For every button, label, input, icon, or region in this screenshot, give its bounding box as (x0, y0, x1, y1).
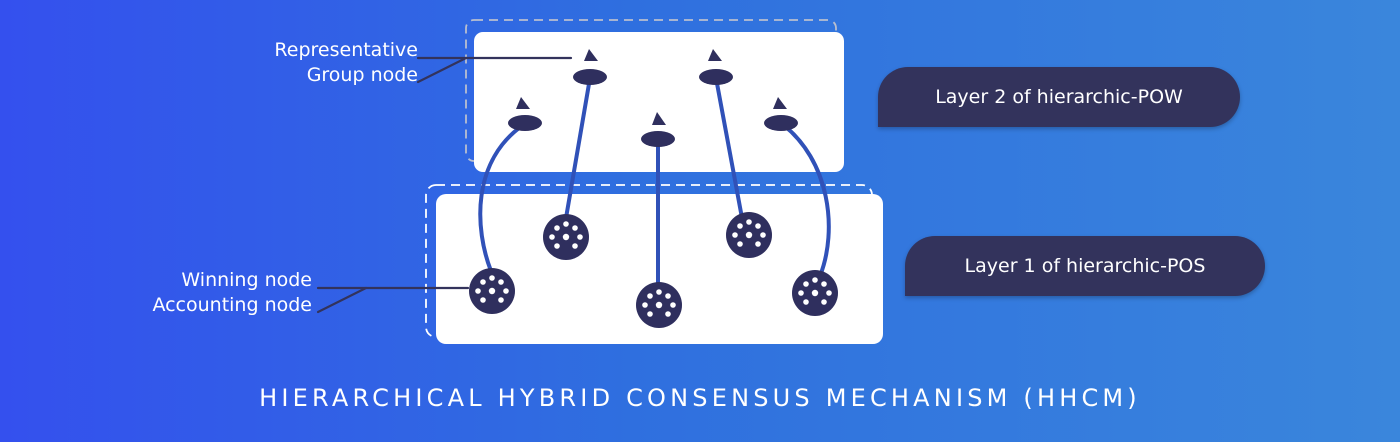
representative-node-3 (641, 112, 675, 147)
accounting-node-2 (726, 212, 772, 258)
connector-1 (478, 121, 528, 273)
accounting-node-1 (543, 214, 589, 260)
representative-node-2 (573, 49, 607, 85)
representative-node-1 (508, 97, 542, 131)
layer2-badge: Layer 2 of hierarchic-POW (878, 67, 1240, 127)
representative-node-5 (764, 97, 798, 131)
connector-2 (564, 76, 592, 220)
winning-label: Winning node Accounting node (110, 268, 312, 318)
connector-4 (714, 76, 744, 220)
representative-node-4 (699, 49, 733, 85)
winning-label-line-1: Winning node (181, 269, 312, 291)
diagram-title: HIERARCHICAL HYBRID CONSENSUS MECHANISM … (259, 384, 1141, 412)
layer1-badge: Layer 1 of hierarchic-POS (905, 236, 1265, 296)
representative-label-line-2: Group node (306, 64, 418, 86)
connector-5 (779, 121, 831, 278)
layer2-panel (474, 32, 844, 172)
representative-label: Representative Group node (238, 38, 418, 88)
accounting-node-5 (792, 270, 838, 316)
accounting-node-4 (636, 282, 682, 328)
representative-label-line-1: Representative (274, 39, 418, 61)
winning-label-line-2: Accounting node (152, 294, 312, 316)
winning-leader-line-2 (316, 286, 368, 314)
representative-leader-line-2 (416, 56, 468, 84)
layer1-nodes (469, 212, 838, 328)
accounting-node-3 (469, 268, 515, 314)
